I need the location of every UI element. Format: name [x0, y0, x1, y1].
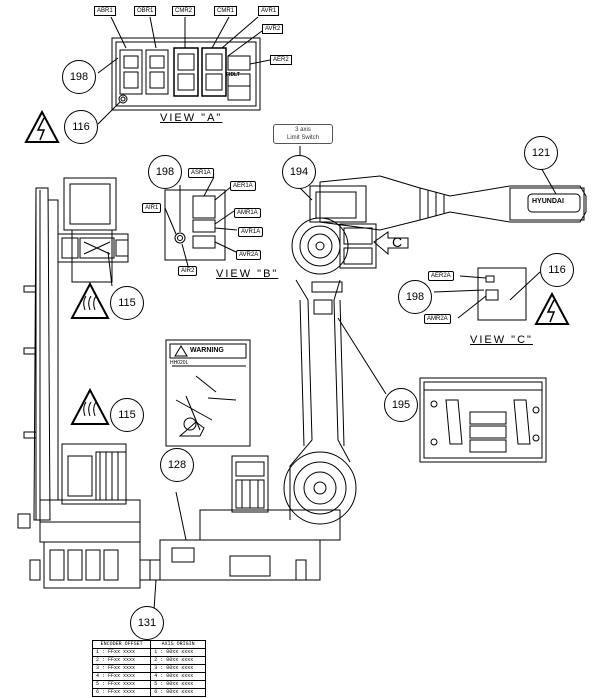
view-c-title: VIEW "C": [470, 334, 533, 346]
label-aer2: AER2: [270, 55, 292, 65]
encoder-header-offset: ENCODER OFFSET: [91, 640, 152, 649]
hot-surface-triangle-lower: [70, 387, 110, 425]
right-robot-front-view: [149, 146, 587, 611]
callout-131: 131: [130, 606, 164, 640]
offset-cell: 1 : FFxx xxxx: [91, 648, 152, 657]
encoder-offset-table: ENCODER OFFSET AXIS ORIGIN 1 : FFxx xxxx…: [91, 640, 206, 697]
label-avr2: AVR2: [262, 24, 284, 34]
label-avr2a: AVR2A: [236, 250, 262, 260]
limit-switch-line-2: Limit Switch: [286, 135, 319, 141]
label-amr2a: AMR2A: [424, 314, 451, 324]
encoder-header-origin: AXIS ORIGIN: [150, 640, 206, 649]
limit-switch-line-1: 3 axis: [295, 127, 311, 133]
view-b-title: VIEW "B": [216, 268, 279, 280]
origin-cell: 2 : 00xx xxxx: [150, 656, 206, 665]
callout-115-lower: 115: [110, 398, 144, 432]
callout-116-view-a: 116: [64, 110, 98, 144]
high-voltage-triangle-c: [534, 291, 570, 325]
callout-195: 195: [384, 388, 418, 422]
high-voltage-triangle-top: [24, 109, 60, 143]
label-obr1: OBR1: [134, 6, 157, 16]
callout-121: 121: [524, 136, 558, 170]
view-b-panel: [164, 176, 238, 267]
label-aer2a: AER2A: [428, 271, 454, 281]
brand-logo: HYUNDAI: [532, 198, 564, 205]
info-label: [419, 377, 547, 463]
view-c-arrow: [373, 231, 409, 256]
offset-cell: 6 : FFxx xxxx: [91, 688, 152, 697]
origin-cell: 5 : 00xx xxxx: [150, 680, 206, 689]
offset-cell: 2 : FFxx xxxx: [91, 656, 152, 665]
view-a-title: VIEW "A": [160, 112, 223, 124]
callout-128: 128: [160, 448, 194, 482]
label-aer1a: AER1A: [230, 181, 256, 191]
callout-194: 194: [282, 155, 316, 189]
offset-cell: 3 : FFxx xxxx: [91, 664, 152, 673]
callout-198-view-b: 198: [148, 155, 182, 189]
connector-cmr2: [173, 47, 199, 97]
offset-cell: 4 : FFxx xxxx: [91, 672, 152, 681]
hot-surface-triangle-upper: [70, 281, 110, 319]
origin-cell: 6 : 00xx xxxx: [150, 688, 206, 697]
offset-cell: 5 : FFxx xxxx: [91, 680, 152, 689]
label-asr1a: ASR1A: [188, 168, 214, 178]
label-cmr1: CMR1: [214, 6, 238, 16]
label-cmr2: CMR2: [172, 6, 196, 16]
view-c-panel: [433, 267, 541, 321]
origin-cell: 1 : 00xx xxxx: [150, 648, 206, 657]
label-abr1: ABR1: [94, 6, 116, 16]
label-avr1a: AVR1A: [238, 227, 264, 237]
callout-116-view-c: 116: [540, 253, 574, 287]
label-amr1a: AMR1A: [234, 208, 261, 218]
label-avr1: AVR1: [258, 6, 280, 16]
connector-abr1: [119, 49, 143, 95]
connector-obr1: [145, 49, 169, 95]
warning-title: WARNING: [190, 347, 224, 354]
label-air2: AIR2: [178, 266, 198, 276]
connector-cmr1: [201, 47, 227, 97]
limit-switch-note: 3 axis Limit Switch: [273, 124, 333, 144]
callout-115-upper: 115: [110, 286, 144, 320]
left-robot-side-view: [17, 177, 151, 589]
warning-label: [165, 339, 251, 447]
panel-text: FIDLT: [226, 72, 240, 78]
warning-model: HH020L: [170, 360, 189, 366]
callout-198-view-a: 198: [62, 60, 96, 94]
label-air1: AIR1: [142, 203, 162, 213]
view-c-arrow-letter: C: [392, 234, 403, 250]
origin-cell: 3 : 00xx xxxx: [150, 664, 206, 673]
origin-cell: 4 : 00xx xxxx: [150, 672, 206, 681]
view-a-panel: [97, 16, 271, 125]
callout-198-view-c: 198: [398, 280, 432, 314]
